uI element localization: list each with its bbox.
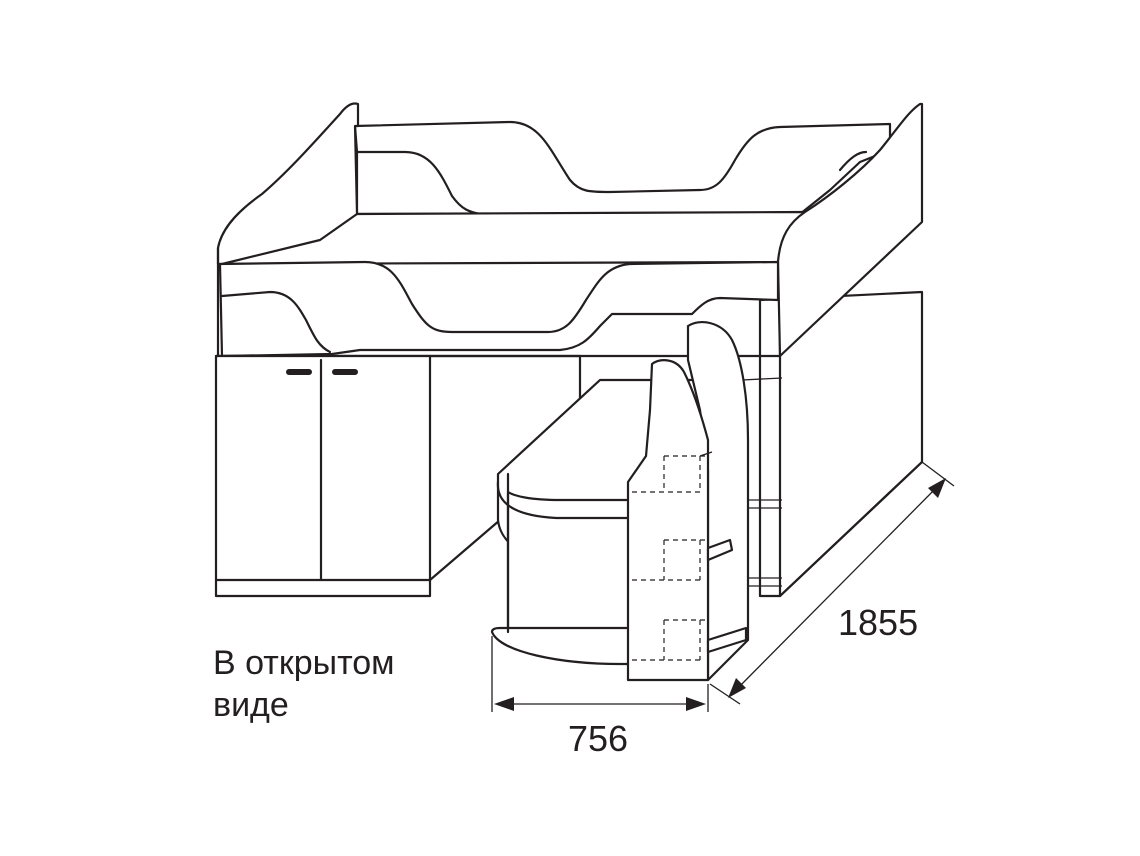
caption: В открытом виде	[213, 642, 395, 726]
left-wardrobe	[214, 354, 582, 598]
caption-line-2: виде	[213, 686, 289, 724]
dimension-depth	[709, 461, 955, 705]
bed-frame	[214, 102, 924, 358]
right-side-cabinet	[741, 290, 924, 598]
caption-line-1: В открытом	[213, 644, 395, 682]
door-handle-right	[332, 369, 358, 375]
dimension-width	[491, 636, 709, 712]
step-shelf-unit	[626, 321, 750, 682]
depth-dimension-label: 1855	[838, 602, 919, 643]
door-handle-left	[286, 369, 312, 375]
width-dimension-label: 756	[568, 718, 629, 759]
